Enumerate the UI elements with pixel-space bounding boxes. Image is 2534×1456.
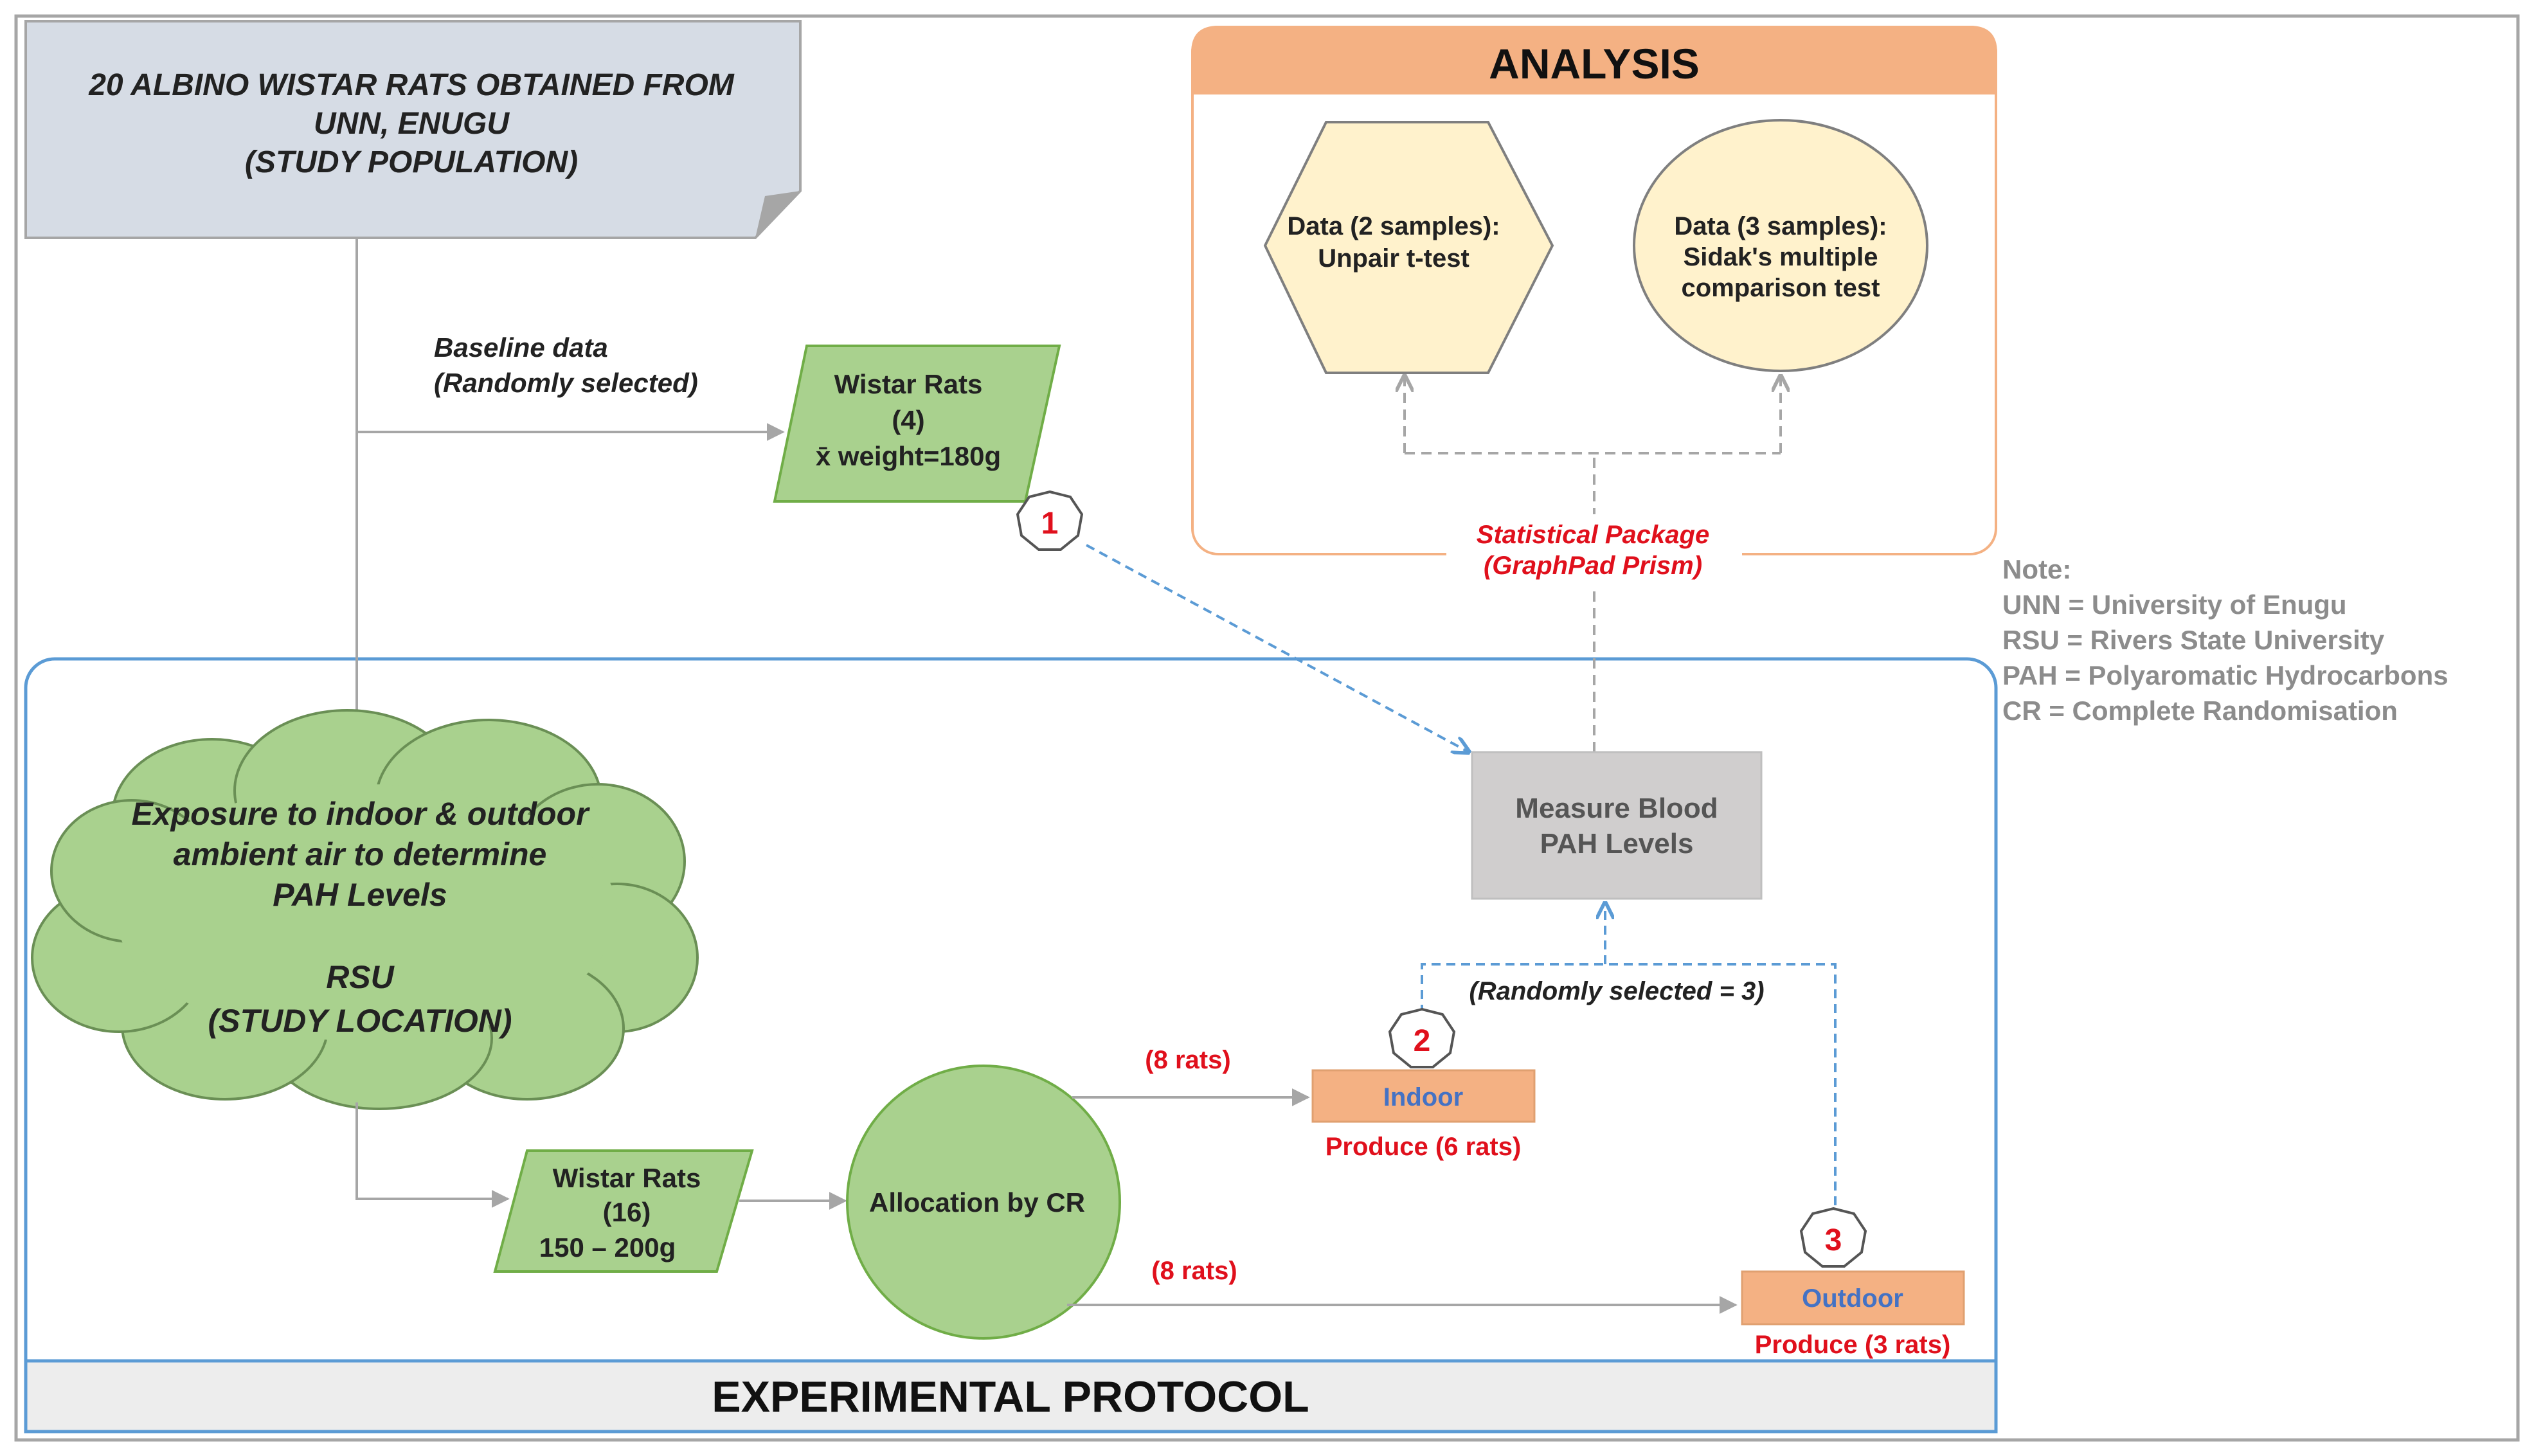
baseline-label-1: Baseline data: [434, 332, 608, 363]
allocation-label: Allocation by CR: [869, 1187, 1085, 1218]
exposure-line-3: PAH Levels: [273, 877, 447, 913]
random-selected-label: (Randomly selected = 3): [1469, 977, 1764, 1005]
measure-line-1: Measure Blood: [1515, 793, 1718, 824]
baseline-box-line-2: (4): [892, 405, 924, 435]
circle-line-1: Data (3 samples):: [1674, 212, 1887, 240]
rats16-line-1: Wistar Rats: [553, 1163, 701, 1193]
circle-line-3: comparison test: [1682, 274, 1880, 302]
stat-label-bg: [1446, 514, 1742, 585]
baseline-rats-box: Wistar Rats (4) x̄ weight=180g: [773, 345, 1061, 503]
population-line-1: 20 ALBINO WISTAR RATS OBTAINED FROM: [88, 68, 735, 102]
rats16-box: Wistar Rats (16) 150 – 200g: [493, 1149, 754, 1273]
outdoor-box: Outdoor: [1741, 1270, 1965, 1326]
marker-2-label: 2: [1414, 1024, 1431, 1058]
stat-package-line-2: (GraphPad Prism): [1484, 552, 1702, 580]
indoor-count: (8 rats): [1145, 1046, 1230, 1074]
rats16-line-2: (16): [603, 1197, 651, 1227]
measure-blood-box: Measure Blood PAH Levels: [1471, 751, 1763, 900]
hexagon-line-1: Data (2 samples):: [1287, 212, 1500, 240]
outdoor-label: Outdoor: [1802, 1284, 1903, 1313]
baseline-box-line-3: x̄ weight=180g: [816, 441, 1001, 471]
stat-package-line-1: Statistical Package: [1477, 521, 1709, 549]
baseline-box-line-1: Wistar Rats: [834, 369, 983, 399]
exposure-cloud: [31, 709, 699, 1110]
population-line-2: UNN, ENUGU: [314, 107, 510, 141]
measure-line-2: PAH Levels: [1540, 828, 1694, 859]
population-line-3: (STUDY POPULATION): [245, 145, 578, 179]
baseline-label-2: (Randomly selected): [434, 368, 698, 398]
note-title: Note:: [2002, 554, 2071, 584]
allocation-circle: Allocation by CR: [846, 1065, 1121, 1340]
note-line-1: UNN = University of Enugu: [2002, 589, 2347, 620]
indoor-box: Indoor: [1311, 1069, 1536, 1123]
exposure-line-5: (STUDY LOCATION): [208, 1003, 512, 1039]
marker-2: 2: [1388, 1007, 1456, 1068]
protocol-title: EXPERIMENTAL PROTOCOL: [712, 1372, 1309, 1421]
exposure-line-2: ambient air to determine: [174, 836, 547, 872]
study-population-box: 20 ALBINO WISTAR RATS OBTAINED FROM UNN,…: [24, 20, 802, 239]
hexagon-line-2: Unpair t-test: [1318, 244, 1469, 273]
indoor-label: Indoor: [1383, 1083, 1463, 1111]
analysis-title: ANALYSIS: [1489, 40, 1700, 87]
marker-1: 1: [1016, 490, 1084, 551]
sidak-circle: Data (3 samples): Sidak's multiple compa…: [1633, 119, 1928, 372]
marker-3: 3: [1799, 1207, 1867, 1268]
circle-line-2: Sidak's multiple: [1684, 243, 1878, 271]
exposure-line-4: RSU: [326, 959, 395, 995]
outdoor-count: (8 rats): [1151, 1257, 1237, 1285]
analysis-connectors: [1405, 376, 1781, 752]
note-line-2: RSU = Rivers State University: [2002, 625, 2385, 655]
note-line-4: CR = Complete Randomisation: [2002, 696, 2398, 726]
note-line-3: PAH = Polyaromatic Hydrocarbons: [2002, 660, 2449, 690]
outdoor-produce: Produce (3 rats): [1755, 1331, 1951, 1359]
random3-bg: [1462, 974, 1771, 1012]
indoor-produce: Produce (6 rats): [1325, 1133, 1522, 1161]
connector-cloud-to-rats: [355, 1102, 510, 1208]
marker-1-label: 1: [1041, 507, 1059, 541]
ttest-hexagon: Data (2 samples): Unpair t-test: [1263, 121, 1554, 374]
rats16-line-3: 150 – 200g: [539, 1232, 676, 1263]
exposure-line-1: Exposure to indoor & outdoor: [131, 796, 590, 832]
sampling-connectors: [1086, 544, 1837, 1209]
abbreviation-note: Note: UNN = University of Enugu RSU = Ri…: [2002, 554, 2449, 726]
marker-3-label: 3: [1825, 1223, 1842, 1257]
